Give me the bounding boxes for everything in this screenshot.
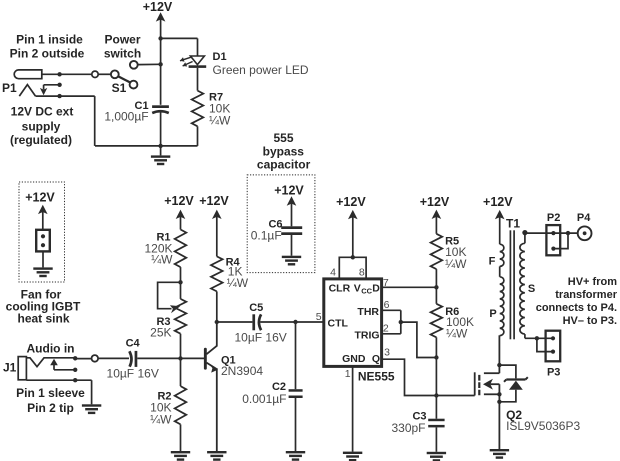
svg-text:+12V: +12V [274,183,304,197]
svg-text:P3: P3 [547,366,560,378]
svg-text:connects to P4.: connects to P4. [536,302,617,314]
svg-text:¼W: ¼W [150,413,172,427]
svg-text:330pF: 330pF [391,421,425,435]
svg-text:V: V [354,283,361,295]
svg-text:5: 5 [316,311,322,323]
svg-text:10K: 10K [445,245,466,259]
svg-text:C1: C1 [135,100,149,112]
svg-text:HV– to P3.: HV– to P3. [563,315,617,327]
svg-text:10µF 16V: 10µF 16V [107,367,159,381]
svg-text:120K: 120K [144,241,172,255]
svg-text:transformer: transformer [555,289,617,301]
svg-text:P1: P1 [2,81,17,95]
svg-text:25K: 25K [150,326,171,340]
svg-text:10µF 16V: 10µF 16V [235,330,287,344]
svg-text:heat sink: heat sink [17,311,69,325]
svg-text:F: F [489,255,496,267]
svg-text:R2: R2 [157,390,171,402]
svg-text:2N3904: 2N3904 [221,364,263,378]
svg-text:R5: R5 [445,235,459,247]
svg-text:R7: R7 [209,92,223,104]
svg-text:Pin 1 inside: Pin 1 inside [16,33,83,47]
svg-text:Green power LED: Green power LED [213,63,309,77]
svg-text:bypass: bypass [263,144,305,158]
svg-text:NE555: NE555 [358,369,395,383]
svg-text:TRIG: TRIG [355,330,380,342]
svg-text:10K: 10K [150,400,171,414]
svg-text:Pin 1 sleeve: Pin 1 sleeve [16,386,85,400]
svg-text:R3: R3 [156,316,170,328]
svg-text:R4: R4 [226,257,241,269]
svg-text:HV+ from: HV+ from [568,276,617,288]
svg-text:CC: CC [361,287,372,296]
svg-text:THR: THR [357,306,379,318]
svg-text:P: P [489,308,496,320]
svg-text:1,000µF: 1,000µF [104,110,148,124]
svg-text:0.1µF: 0.1µF [251,229,282,243]
svg-text:3: 3 [384,347,390,359]
svg-text:7: 7 [383,277,389,289]
svg-text:supply: supply [22,119,61,133]
svg-text:cooling IGBT: cooling IGBT [6,299,81,313]
svg-text:Pin 2 outside: Pin 2 outside [10,47,85,61]
svg-text:100K: 100K [446,315,474,329]
svg-text:J1: J1 [3,361,17,375]
svg-text:¼W: ¼W [445,257,467,271]
svg-text:Pin 2 tip: Pin 2 tip [27,401,74,415]
svg-text:(regulated): (regulated) [10,133,72,147]
svg-text:1: 1 [345,368,351,380]
svg-text:6: 6 [384,299,390,311]
svg-text:Power: Power [104,33,140,47]
svg-text:+12V: +12V [420,195,450,209]
svg-text:+12V: +12V [336,195,366,209]
svg-text:0.001µF: 0.001µF [242,392,286,406]
svg-text:capacitor: capacitor [257,157,311,171]
svg-text:C5: C5 [249,302,263,314]
svg-text:Audio in: Audio in [27,341,75,355]
svg-text:8: 8 [359,267,365,279]
svg-text:+12V: +12V [164,194,194,208]
svg-text:¼W: ¼W [227,276,249,290]
svg-text:Fan for: Fan for [21,288,62,302]
svg-text:C3: C3 [412,410,426,422]
svg-text:R6: R6 [445,306,459,318]
svg-text:1K: 1K [228,264,243,278]
svg-text:2: 2 [383,323,389,335]
svg-text:D1: D1 [213,51,227,63]
svg-text:P4: P4 [577,212,591,224]
svg-text:CLR: CLR [329,283,351,295]
svg-text:C2: C2 [272,381,286,393]
svg-text:Q1: Q1 [221,354,236,366]
svg-text:T1: T1 [506,216,520,230]
svg-text:CTL: CTL [328,318,349,330]
svg-text:+12V: +12V [143,0,173,14]
svg-text:4: 4 [330,267,336,279]
svg-text:+12V: +12V [199,194,229,208]
svg-text:D: D [372,283,380,295]
svg-text:GND: GND [342,353,366,365]
svg-text:¼W: ¼W [151,253,173,267]
svg-text:+12V: +12V [25,191,55,205]
svg-text:+12V: +12V [483,195,513,209]
svg-text:S1: S1 [112,81,127,95]
svg-text:Q2: Q2 [506,408,522,422]
svg-text:P2: P2 [547,212,560,224]
svg-text:12V DC ext: 12V DC ext [11,104,74,118]
svg-text:switch: switch [104,47,141,61]
svg-text:C4: C4 [126,337,141,349]
svg-text:555: 555 [273,131,293,145]
svg-text:C6: C6 [268,218,282,230]
svg-text:10K: 10K [209,101,230,115]
svg-text:¼W: ¼W [209,113,231,127]
svg-text:¼W: ¼W [446,327,468,341]
svg-text:ISL9V5036P3: ISL9V5036P3 [506,419,580,433]
svg-text:R1: R1 [156,232,170,244]
svg-text:S: S [528,283,535,295]
svg-text:Q: Q [372,353,380,365]
